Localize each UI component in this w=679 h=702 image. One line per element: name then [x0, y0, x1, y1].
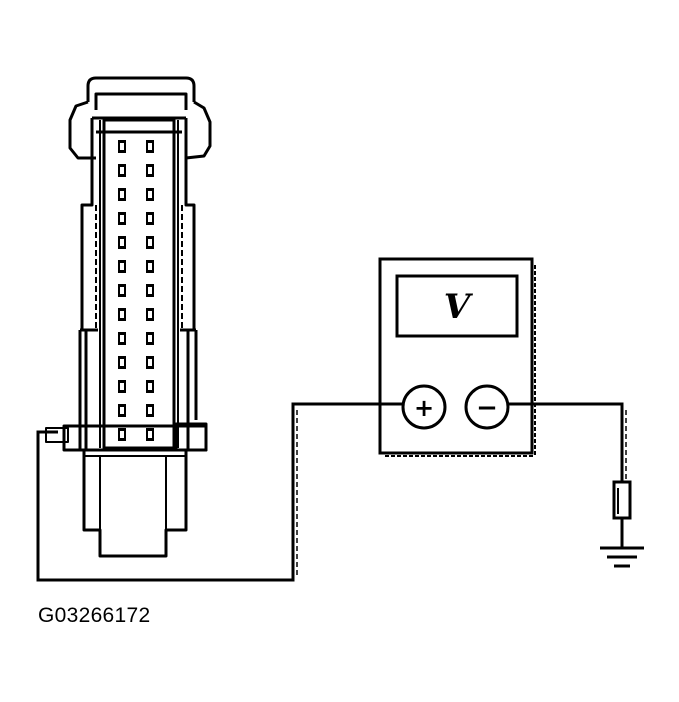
figure-id: G03266172: [38, 604, 151, 627]
positive-terminal-label: +: [414, 394, 434, 422]
connector-collar-tab-left: [45, 427, 69, 443]
connector: [45, 76, 212, 558]
voltmeter-display: [395, 274, 519, 338]
pin-cavity-opening: [120, 215, 124, 222]
pin-cavity-opening: [148, 263, 152, 270]
connector-outer-shell-right: [184, 118, 196, 450]
pin-cavity-opening: [120, 167, 124, 174]
connector-latch: [86, 76, 196, 102]
positive-lead-wire: [36, 402, 403, 582]
connector-lower-body: [82, 450, 188, 558]
voltmeter: [378, 257, 536, 457]
pin-cavity-opening: [120, 263, 124, 270]
pin-cavity-opening: [148, 311, 152, 318]
ground-probe: [612, 480, 632, 520]
pin-cavity-opening: [120, 311, 124, 318]
pin-cavity-opening: [148, 239, 152, 246]
connector-latch-right-ear: [185, 100, 212, 160]
connector-latch-inner: [94, 92, 188, 110]
negative-terminal-icon: [464, 384, 510, 430]
connector-collar-tab-right: [174, 422, 208, 452]
pin-cavity-opening: [148, 287, 152, 294]
voltmeter-body: [378, 257, 534, 455]
pin-cavity-opening: [120, 287, 124, 294]
wiring: [36, 402, 627, 582]
pin-cavity-opening: [148, 191, 152, 198]
positive-terminal-icon: [401, 384, 447, 430]
connector-shoulder: [78, 330, 198, 450]
pin-cavity-opening: [148, 431, 152, 438]
pin-cavity-opening: [120, 407, 124, 414]
connector-pins: [118, 140, 154, 441]
pin-cavity-opening: [148, 143, 152, 150]
connector-housing: [102, 118, 176, 450]
ground-icon: [600, 480, 644, 568]
pin-cavity-opening: [120, 239, 124, 246]
pin-cavity-opening: [148, 335, 152, 342]
pin-cavity-opening: [148, 359, 152, 366]
pin-cavity-opening: [148, 383, 152, 390]
voltmeter-display-symbol: V: [444, 287, 474, 327]
negative-lead-wire: [508, 402, 624, 482]
pin-cavity-opening: [148, 167, 152, 174]
pin-cavity-opening: [120, 359, 124, 366]
connector-latch-left-ear: [68, 100, 96, 160]
pin-cavity-opening: [120, 191, 124, 198]
pin-cavity-opening: [120, 143, 124, 150]
pin-cavity-opening: [120, 431, 124, 438]
pin-cavity-opening: [120, 383, 124, 390]
pin-cavity-opening: [120, 335, 124, 342]
connector-outer-shell: [80, 118, 94, 450]
negative-terminal-label: −: [476, 393, 498, 423]
pin-cavity-opening: [148, 407, 152, 414]
pin-cavity-opening: [148, 215, 152, 222]
